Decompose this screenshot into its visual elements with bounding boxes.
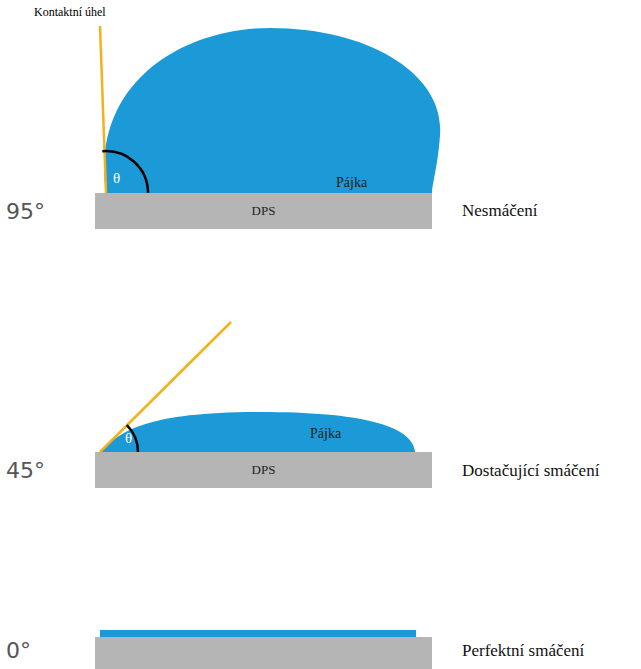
caption-label: Kontaktní úhel xyxy=(34,5,106,20)
pcb-board xyxy=(95,637,432,669)
solder-drop: Pájka xyxy=(100,405,420,452)
solder-label: Pájka xyxy=(336,175,367,191)
wetting-state: Nesmáčení xyxy=(462,201,538,221)
wetting-state: Perfektní smáčení xyxy=(462,641,584,661)
drop-fill xyxy=(104,28,440,193)
drop-outline xyxy=(100,25,440,193)
drop-fill xyxy=(100,412,415,452)
wetting-state: Dostačující smáčení xyxy=(462,461,599,481)
angle-value: 45° xyxy=(6,458,45,483)
angle-value: 95° xyxy=(6,199,45,224)
tangent-line xyxy=(100,26,106,193)
angle-symbol: θ xyxy=(113,170,120,187)
pcb-board: DPS xyxy=(95,452,432,488)
angle-symbol: θ xyxy=(125,430,132,447)
pcb-board: DPS xyxy=(95,193,432,229)
pcb-label: DPS xyxy=(252,203,276,219)
angle-arc xyxy=(102,151,148,193)
solder-label: Pájka xyxy=(310,426,341,442)
drop-outline xyxy=(100,405,420,452)
solder-film xyxy=(100,630,416,637)
tangent-line xyxy=(100,322,231,452)
pcb-label: DPS xyxy=(252,462,276,478)
solder-drop: Pájka xyxy=(100,25,440,193)
angle-value: 0° xyxy=(6,638,31,663)
angle-arc xyxy=(127,425,138,452)
